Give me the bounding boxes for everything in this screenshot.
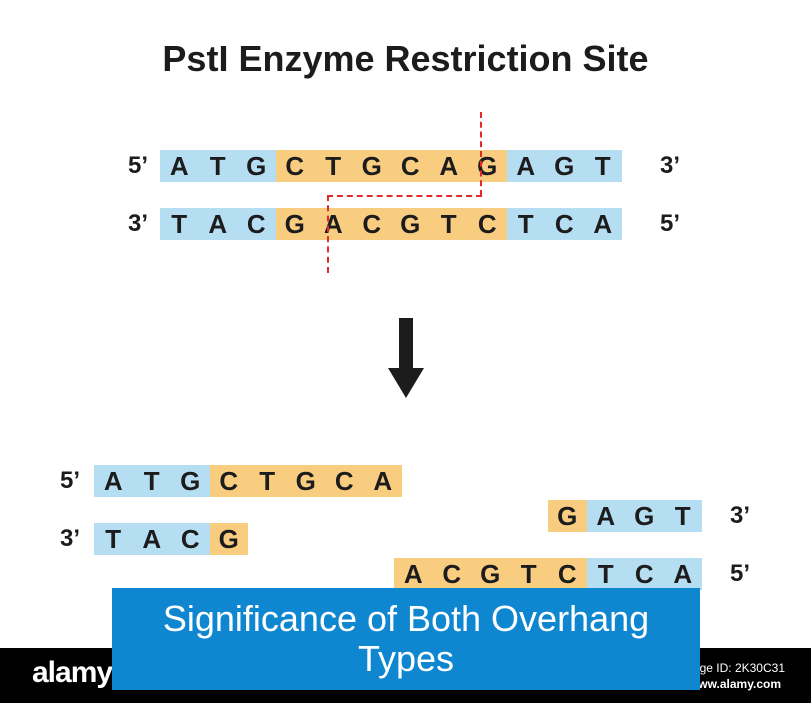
base-cell: G	[471, 558, 510, 590]
image-id-label: Image ID: 2K30C31	[679, 661, 785, 675]
base-cell: C	[352, 208, 391, 240]
base-cell: C	[548, 558, 587, 590]
base-cell: C	[432, 558, 471, 590]
base-cell: T	[509, 558, 548, 590]
base-cell: C	[391, 150, 430, 182]
base-cell: T	[663, 500, 702, 532]
base-cell: T	[94, 523, 133, 555]
base-cell: T	[429, 208, 468, 240]
base-cell: G	[545, 150, 584, 182]
base-cell: A	[314, 208, 353, 240]
base-cell: C	[171, 523, 210, 555]
base-cell: A	[663, 558, 702, 590]
base-cell: T	[160, 208, 199, 240]
base-cell: G	[237, 150, 276, 182]
base-cell: T	[314, 150, 353, 182]
base-cell: G	[548, 500, 587, 532]
site-url-label: www.alamy.com	[688, 677, 781, 691]
cut-line-middle	[327, 195, 482, 197]
caption-banner: Significance of Both Overhang Types	[112, 588, 700, 690]
cut-line-top	[480, 112, 482, 196]
base-cell: A	[586, 500, 625, 532]
base-cell: T	[248, 465, 287, 497]
down-arrow-icon	[388, 318, 424, 398]
base-cell: G	[171, 465, 210, 497]
strand-end-label: 3’	[660, 152, 681, 179]
diagram-title: PstI Enzyme Restriction Site	[162, 38, 649, 79]
base-cell: G	[275, 208, 314, 240]
base-cell: A	[94, 465, 133, 497]
base-cell: A	[583, 208, 622, 240]
strand-end-label: 3’	[730, 502, 751, 529]
strand-end-label: 5’	[128, 152, 149, 179]
strand-end-label: 5’	[60, 467, 81, 494]
base-cell: G	[468, 150, 507, 182]
base-cell: A	[394, 558, 433, 590]
base-cell: C	[468, 208, 507, 240]
base-cell: A	[132, 523, 171, 555]
base-cell: C	[545, 208, 584, 240]
base-cell: C	[237, 208, 276, 240]
base-cell: A	[506, 150, 545, 182]
base-cell: T	[198, 150, 237, 182]
strand-end-label: 5’	[730, 560, 751, 587]
base-cell: G	[391, 208, 430, 240]
caption-text: Significance of Both Overhang Types	[162, 598, 650, 679]
base-cell: C	[209, 465, 248, 497]
base-cell: T	[132, 465, 171, 497]
base-cell: G	[209, 523, 248, 555]
base-cell: G	[352, 150, 391, 182]
base-cell: A	[160, 150, 199, 182]
base-cell: G	[286, 465, 325, 497]
base-cell: T	[586, 558, 625, 590]
base-cell: A	[198, 208, 237, 240]
alamy-logo: alamy	[32, 656, 113, 689]
base-cell: T	[583, 150, 622, 182]
base-cell: A	[429, 150, 468, 182]
strand-end-label: 5’	[660, 210, 681, 237]
strand-end-label: 3’	[128, 210, 149, 237]
base-cell: G	[625, 500, 664, 532]
base-cell: C	[325, 465, 364, 497]
base-cell: C	[275, 150, 314, 182]
base-cell: C	[625, 558, 664, 590]
base-cell: A	[363, 465, 402, 497]
strand-end-label: 3’	[60, 525, 81, 552]
base-cell: T	[506, 208, 545, 240]
cut-line-bottom	[327, 195, 329, 273]
